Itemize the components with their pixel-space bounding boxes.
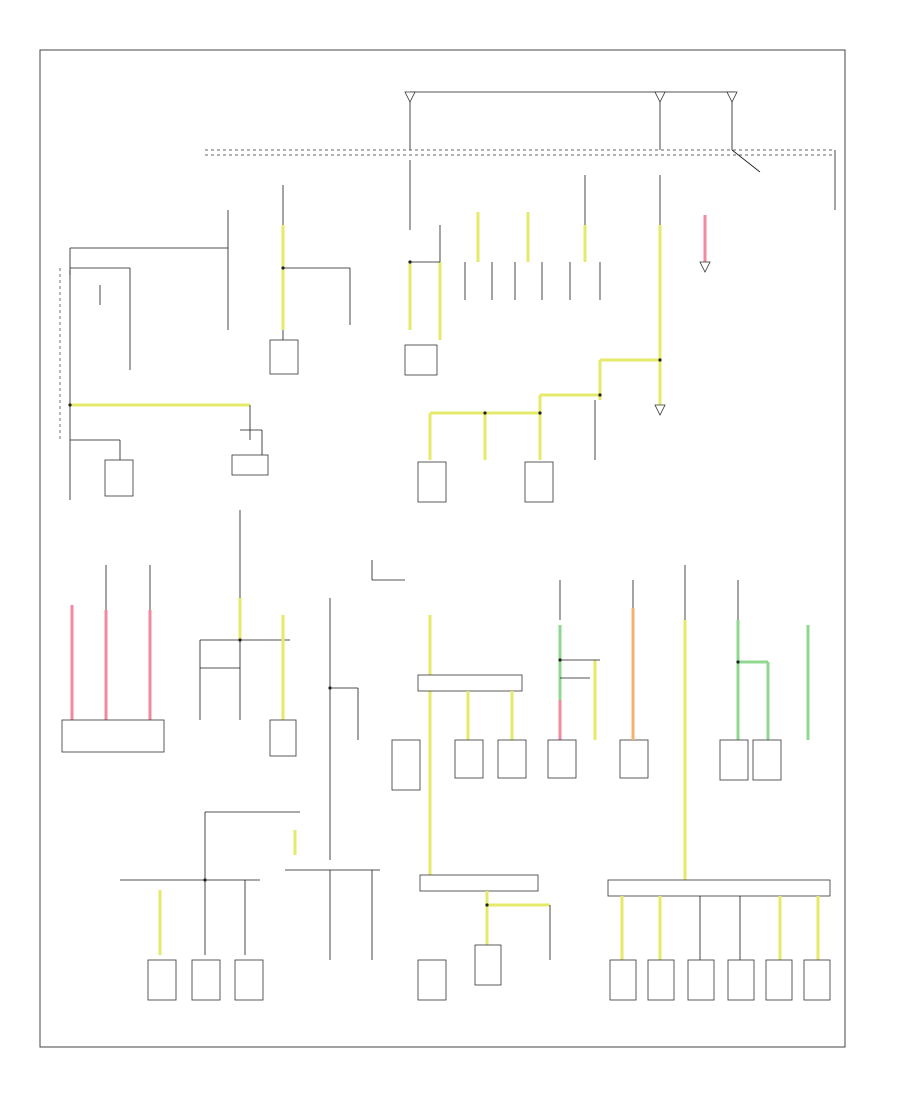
junction-dots (68, 260, 740, 907)
upper-branches (59, 160, 711, 440)
top-fuse-bus (205, 91, 836, 210)
lower-center (371, 560, 551, 1001)
lower-left (61, 565, 359, 860)
lower-bottom-left (120, 811, 380, 1001)
middle-left (69, 403, 269, 640)
diagram-frame (39, 49, 846, 1048)
middle-tree (417, 358, 660, 503)
right-side (547, 565, 831, 1001)
